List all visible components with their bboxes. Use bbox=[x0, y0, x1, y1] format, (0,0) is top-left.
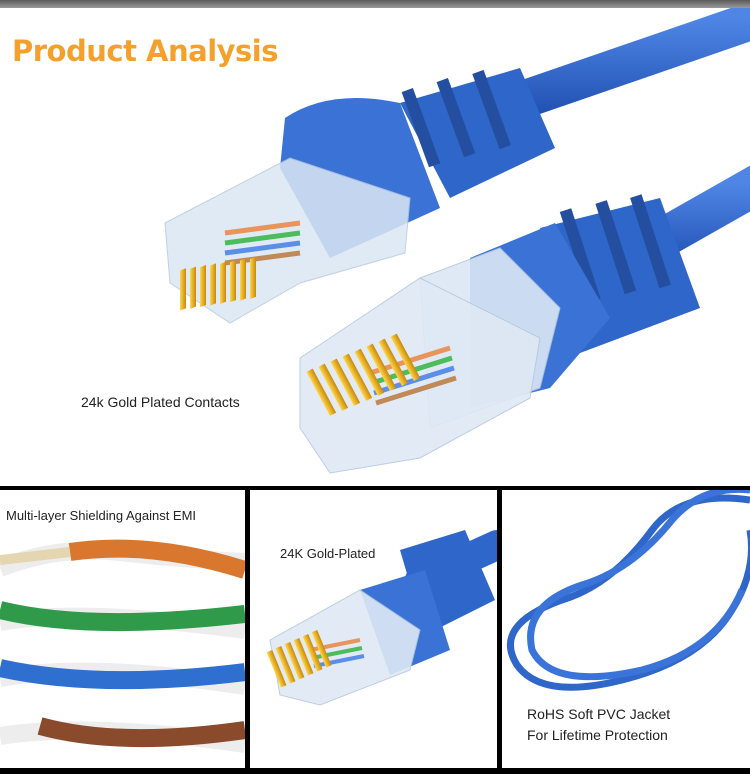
lower-gold-contacts bbox=[306, 333, 421, 417]
shielding-panel: Multi-layer Shielding Against EMI bbox=[0, 490, 245, 768]
pvc-caption-line2: For Lifetime Protection bbox=[527, 727, 668, 743]
coiled-cable-illustration bbox=[506, 490, 750, 691]
gold-contacts-caption: 24k Gold Plated Contacts bbox=[81, 394, 240, 410]
brown-pair bbox=[0, 717, 245, 753]
pvc-caption-line1: RoHS Soft PVC Jacket bbox=[527, 706, 671, 722]
clear-plug bbox=[269, 589, 421, 706]
gold-contacts bbox=[266, 629, 332, 688]
upper-wires bbox=[224, 220, 301, 266]
shielding-caption: Multi-layer Shielding Against EMI bbox=[6, 508, 197, 523]
pvc-jacket-panel: RoHS Soft PVC Jacket For Lifetime Protec… bbox=[502, 490, 750, 768]
product-analysis-hero: Product Analysis 24k Gold Plated Contact… bbox=[0, 8, 750, 486]
page-title: Product Analysis bbox=[12, 34, 279, 68]
gold-plated-caption: 24K Gold-Plated bbox=[280, 546, 376, 561]
upper-gold-contacts bbox=[180, 256, 256, 311]
blue-pair bbox=[0, 659, 245, 695]
upper-boot bbox=[400, 68, 555, 198]
twisted-pairs-illustration bbox=[0, 539, 245, 753]
lower-clear-plug bbox=[299, 277, 541, 474]
rj45-connectors-illustration bbox=[164, 8, 750, 474]
green-pair bbox=[0, 601, 245, 639]
orange-pair bbox=[0, 539, 245, 579]
gold-plated-panel: 24K Gold-Plated bbox=[250, 490, 497, 768]
top-banner-strip bbox=[0, 0, 750, 8]
rj45-connector-illustration bbox=[266, 530, 497, 706]
pvc-jacket-caption: RoHS Soft PVC Jacket For Lifetime Protec… bbox=[527, 704, 670, 746]
